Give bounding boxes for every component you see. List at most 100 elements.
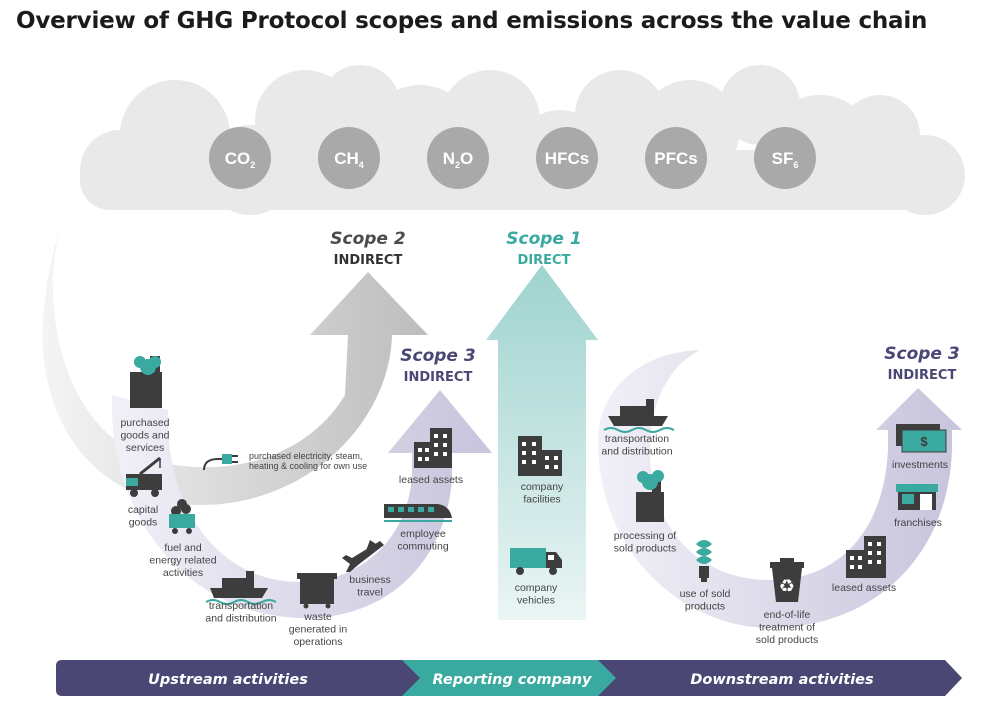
label-business-travel-line-0: business [349, 574, 390, 586]
gas-label: CO2 [225, 149, 256, 170]
scope2-sub: INDIRECT [334, 253, 403, 268]
scope2-heading: Scope 2 INDIRECT [330, 229, 405, 268]
label-use-sold-line-0: use of sold [680, 588, 731, 600]
gas-circle-shape [427, 127, 489, 189]
train-icon [384, 504, 452, 522]
scope1-title: Scope 1 [506, 229, 581, 249]
label-employee-commuting-line-1: commuting [397, 541, 449, 553]
waste-bin-icon [297, 573, 337, 609]
label-transport-down-line-1: and distribution [601, 446, 672, 458]
band-downstream-label: Downstream activities [690, 672, 874, 688]
scope3-up-title: Scope 3 [400, 346, 475, 366]
label-company-facilities-line-0: company [521, 481, 564, 493]
gas-circle-5: SF6 [754, 127, 816, 189]
label-use-sold-line-1: products [685, 601, 725, 613]
label-purchased-goods-line-1: goods and [120, 430, 169, 442]
label-purchased-goods-line-2: services [126, 442, 165, 454]
gas-label: PFCs [654, 149, 697, 168]
light-bulb-icon [696, 540, 712, 582]
band-upstream-label: Upstream activities [148, 672, 308, 688]
label-business-travel-line-1: travel [357, 587, 383, 599]
scope3-downstream-heading: Scope 3 INDIRECT [884, 344, 959, 383]
scope2-title: Scope 2 [330, 229, 405, 249]
label-end-of-life-line-1: treatment of [759, 622, 815, 634]
gas-circle-shape [318, 127, 380, 189]
label-waste-line-0: waste [303, 611, 332, 623]
gas-label: SF6 [772, 149, 799, 170]
gas-circle-shape [645, 127, 707, 189]
gas-circle-4: PFCs [645, 127, 707, 189]
label-leased-assets-down-line-0: leased assets [832, 582, 896, 594]
label-end-of-life-line-2: sold products [756, 634, 818, 646]
label-transport-up-line-0: transportation [209, 600, 273, 612]
label-fuel-energy-line-1: energy related [149, 555, 216, 567]
label-leased-assets-up-line-0: leased assets [399, 474, 463, 486]
gas-circle-shape [209, 127, 271, 189]
band-reporting-label: Reporting company [432, 672, 592, 688]
gas-label: N2O [443, 149, 474, 170]
label-investments-line-0: investments [892, 459, 948, 471]
buildings-icon-downstream [846, 536, 886, 578]
scope2-arrow [42, 230, 428, 505]
label-franchises-line-0: franchises [894, 517, 942, 529]
band-reporting [395, 660, 616, 696]
scope1-sub: DIRECT [518, 253, 571, 268]
gas-circle-0: CO2 [209, 127, 271, 189]
band-downstream [580, 660, 962, 696]
label-waste-line-1: generated in [289, 624, 348, 636]
label-waste-line-2: operations [293, 636, 342, 648]
diagram-title: Overview of GHG Protocol scopes and emis… [16, 8, 928, 34]
gas-circle-shape [754, 127, 816, 189]
ship-icon-downstream [603, 399, 675, 433]
gas-circle-1: CH4 [318, 127, 380, 189]
label-transport-down-line-0: transportation [605, 433, 669, 445]
scope3-down-sub: INDIRECT [888, 368, 957, 383]
factory-icon [130, 356, 162, 408]
gas-circle-2: N2O [427, 127, 489, 189]
label-fuel-energy-line-2: activities [163, 567, 203, 579]
scope3-upstream-arrow [111, 390, 492, 619]
scope3-up-sub: INDIRECT [404, 370, 473, 385]
label-electricity-line-1: heating & cooling for own use [249, 461, 367, 471]
scope1-heading: Scope 1 DIRECT [506, 229, 581, 268]
franchise-store-icon [896, 484, 938, 510]
scope3-down-title: Scope 3 [884, 344, 959, 364]
label-electricity-line-0: purchased electricity, steam, [249, 451, 362, 461]
label-purchased-goods-line-0: purchased [120, 417, 169, 429]
label-end-of-life-line-0: end-of-life [764, 609, 811, 621]
svg-text:♻: ♻ [779, 576, 795, 597]
airplane-icon [342, 540, 384, 572]
recycle-bin-icon: ♻ [770, 558, 804, 602]
label-employee-commuting-line-0: employee [400, 528, 446, 540]
label-capital-goods-line-1: goods [129, 517, 158, 529]
dollar-sign: $ [920, 434, 928, 449]
label-company-facilities-line-1: facilities [523, 494, 560, 506]
coal-cart-icon [169, 499, 195, 534]
electric-plug-icon [203, 454, 238, 471]
ship-icon-upstream [205, 571, 277, 605]
scope3-upstream-heading: Scope 3 INDIRECT [400, 346, 475, 385]
value-chain-band: Upstream activities Reporting company Do… [56, 660, 962, 696]
buildings-icon-upstream [414, 428, 452, 468]
band-upstream [56, 660, 420, 696]
gas-label: CH4 [334, 149, 364, 170]
gas-label: HFCs [545, 149, 589, 168]
company-vehicle-truck-icon [510, 548, 562, 575]
label-company-vehicles-line-0: company [515, 582, 558, 594]
gas-circle-shape [536, 127, 598, 189]
label-capital-goods-line-0: capital [128, 504, 158, 516]
label-fuel-energy-line-0: fuel and [164, 542, 202, 554]
crane-truck-icon [126, 456, 162, 497]
label-company-vehicles-line-1: vehicles [517, 595, 555, 607]
processing-factory-icon [636, 470, 664, 522]
label-transport-up-line-1: and distribution [205, 613, 276, 625]
company-facilities-icon [518, 436, 562, 476]
gas-circle-3: HFCs [536, 127, 598, 189]
money-bills-icon: $ [896, 424, 947, 453]
greenhouse-gases: CO2 CH4 N2O HFCs PFCs SF6 [209, 127, 816, 189]
cloud-background [80, 65, 965, 215]
label-processing-line-1: sold products [614, 543, 676, 555]
label-processing-line-0: processing of [614, 530, 677, 542]
